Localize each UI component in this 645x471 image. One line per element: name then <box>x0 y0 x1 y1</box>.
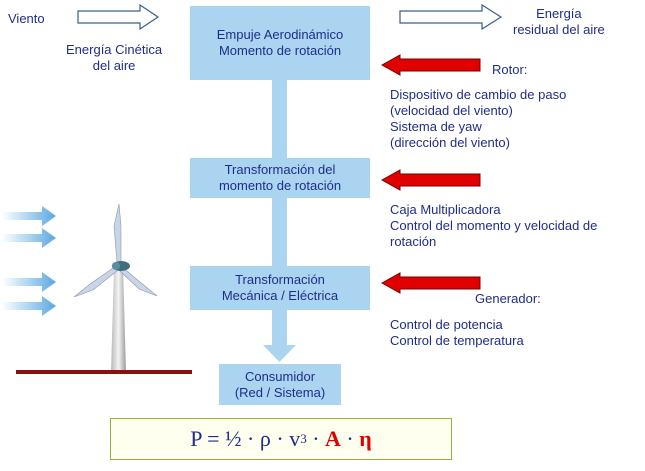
ground-line <box>16 370 192 374</box>
turbine-hub <box>112 262 120 270</box>
turbine-tower <box>111 268 126 372</box>
generador-item: Control de temperatura <box>390 333 524 348</box>
formula-efficiency: η <box>359 426 372 451</box>
energia-residual-line: residual del aire <box>513 22 605 37</box>
box-line: momento de rotación <box>218 178 342 193</box>
wind-arrow-3 <box>2 272 56 292</box>
viento-arrow <box>77 3 160 31</box>
formula-lhs: P = ½ · ρ · v <box>190 426 301 451</box>
formula-dot: · <box>340 426 360 451</box>
wind-arrow-4 <box>2 296 56 316</box>
rotor-item: (velocidad del viento) <box>390 103 513 118</box>
formula-area: A <box>325 426 341 451</box>
generador-red-arrow <box>380 272 481 294</box>
caja-item: Caja Multiplicadora <box>390 202 501 217</box>
box-line: Momento de rotación <box>218 43 342 58</box>
energia-cinetica-line: Energía Cinética <box>66 42 163 57</box>
viento-label: Viento <box>8 11 45 26</box>
formula-exponent: 3 <box>300 431 307 446</box>
formula-dot: · <box>306 426 326 451</box>
wind-turbine <box>73 203 158 372</box>
energia-cinetica-label: Energía Cinética del aire <box>66 42 162 74</box>
box-line: (Red / Sistema) <box>234 384 326 400</box>
rotor-red-arrow <box>380 54 481 76</box>
box-line: Transformación del <box>224 162 336 177</box>
box-transformacion-momento: Transformación del momento de rotación <box>190 158 370 198</box>
energia-cinetica-line: del aire <box>92 58 136 73</box>
rotor-item: Sistema de yaw <box>390 119 482 134</box>
rotor-items: Dispositivo de cambio de paso (velocidad… <box>390 87 566 151</box>
rotor-title: Rotor: <box>492 62 528 77</box>
turbine-blade-up <box>113 203 122 263</box>
box-consumidor: Consumidor (Red / Sistema) <box>219 364 341 405</box>
caja-item: rotación <box>390 234 437 249</box>
rotor-item: Dispositivo de cambio de paso <box>390 87 567 102</box>
rotor-item: (dirección del viento) <box>390 135 510 150</box>
generador-item: Control de potencia <box>390 317 503 332</box>
connector-2 <box>272 198 287 266</box>
caja-items: Caja Multiplicadora Control del momento … <box>390 202 597 250</box>
energia-residual-line: Energía <box>536 6 582 21</box>
connector-1 <box>272 80 287 158</box>
box-line: Mecánica / Eléctrica <box>221 288 339 303</box>
connector-3-arrow <box>263 310 296 362</box>
energia-residual-label: Energía residual del aire <box>513 6 605 38</box>
box-line: Transformación <box>235 272 325 287</box>
box-transformacion-mecanica: Transformación Mecánica / Eléctrica <box>190 266 370 310</box>
generador-title: Generador: <box>475 291 541 306</box>
caja-item: Control del momento y velocidad de <box>390 218 598 233</box>
box-line: Empuje Aerodinámico <box>216 27 344 42</box>
energia-residual-arrow <box>399 3 503 31</box>
generador-items: Control de potencia Control de temperatu… <box>390 317 524 349</box>
caja-red-arrow <box>380 169 481 191</box>
box-line: Consumidor <box>244 368 316 384</box>
wind-arrow-1 <box>2 206 56 226</box>
wind-arrow-2 <box>2 228 56 248</box>
turbine-blade-left <box>73 265 119 298</box>
box-empuje-aerodinamico: Empuje Aerodinámico Momento de rotación <box>190 6 370 80</box>
